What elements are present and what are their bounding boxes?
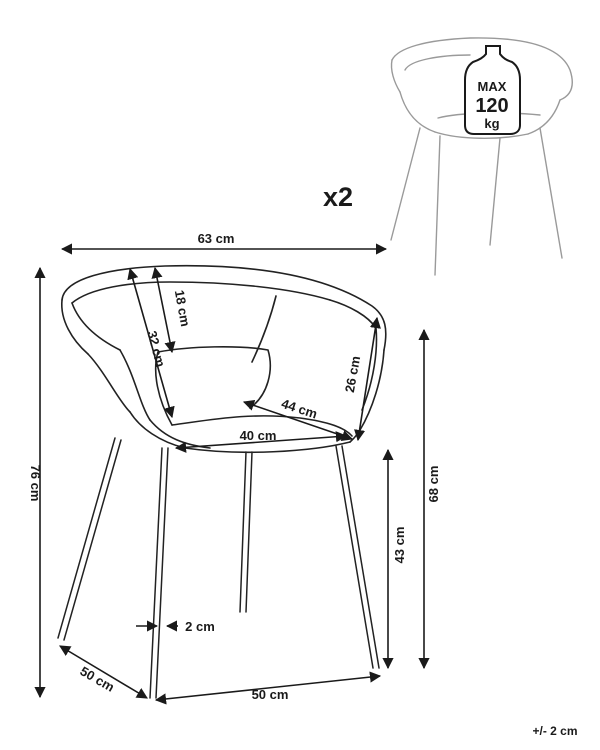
weight-label-unit: kg [484,116,499,131]
chair-outline [57,264,387,699]
dim-label-width-total: 63 cm [198,231,235,246]
max-weight-badge: MAX 120 kg [464,45,521,135]
dim-line-armrest [354,316,381,442]
dim-label-back-inner: 32 cm [144,329,168,369]
tolerance-note: +/- 2 cm [532,724,577,738]
dim-label-leg-diameter: 2 cm [185,619,215,634]
dim-line-back-inner [127,267,175,419]
dim-label-back-inner-upper: 18 cm [172,289,193,328]
dim-line-seat-width [174,431,348,453]
dim-line-base-width [154,671,382,705]
dim-label-seat-width: 40 cm [240,428,277,443]
weight-label-max: MAX [478,79,507,94]
dim-label-seat-height: 43 cm [392,527,407,564]
weight-label-value: 120 [475,95,508,117]
weight-bottle-icon [464,45,521,135]
dim-label-height-total: 76 cm [28,465,43,502]
quantity-label: x2 [323,182,353,212]
reference-chair-thumbnail [390,37,573,276]
dim-label-arm-height: 68 cm [426,466,441,503]
dim-line-base-depth [59,645,148,699]
dim-label-armrest: 26 cm [342,355,363,394]
dim-label-base-width: 50 cm [252,687,289,702]
